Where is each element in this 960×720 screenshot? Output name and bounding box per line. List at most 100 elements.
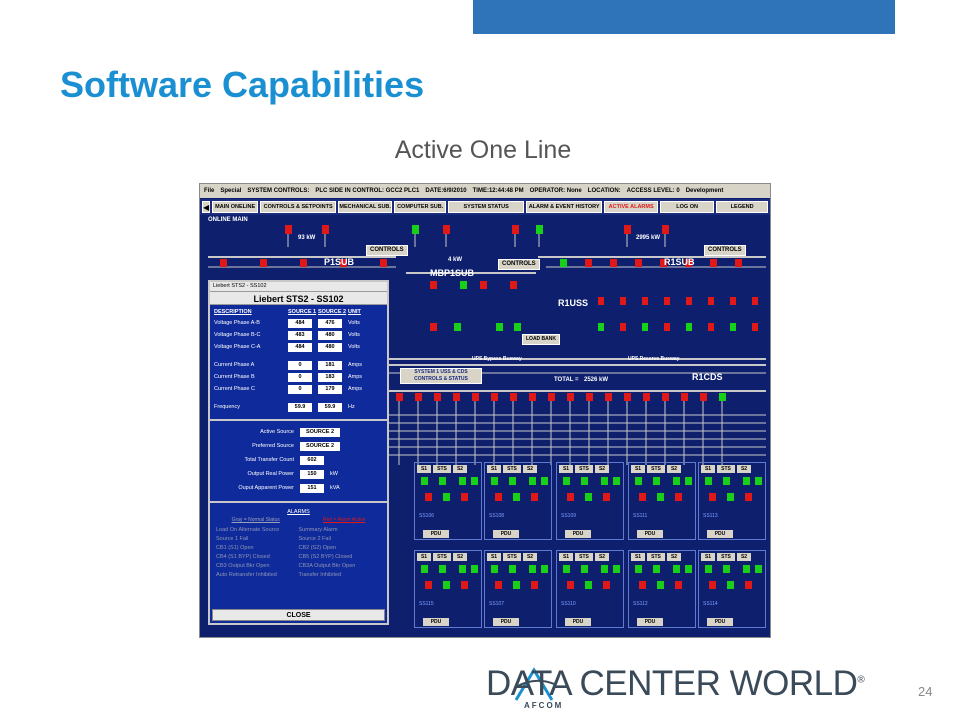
sts-breaker — [531, 581, 538, 589]
nav-button-system-status[interactable]: SYSTEM STATUS — [448, 201, 525, 213]
pdu-label: PDU — [493, 530, 519, 538]
menu-special[interactable]: Special — [220, 188, 242, 194]
uss-breaker-top — [730, 297, 736, 305]
sts-sts-label: STS — [433, 553, 451, 561]
sts-breaker — [439, 565, 446, 573]
nav-button-computer-sub-[interactable]: COMPUTER SUB. — [394, 201, 447, 213]
sts-breaker — [705, 477, 712, 485]
close-button[interactable]: CLOSE — [212, 609, 385, 621]
uss-breaker-top — [686, 297, 692, 305]
pdu-label: PDU — [423, 530, 449, 538]
p1sub-label: P1SUB — [324, 257, 355, 267]
sts-s2-label: S2 — [523, 553, 537, 561]
alarm-item: Source 2 Fail — [298, 536, 331, 542]
unit-label: Amps — [348, 362, 363, 368]
nav-forward-arrow-icon[interactable]: ▶ — [770, 201, 771, 213]
controls-mid-button[interactable]: CONTROLS — [498, 259, 540, 270]
cds-breaker — [396, 393, 403, 401]
status-label: Total Transfer Count — [244, 457, 294, 463]
uss-breaker-bottom — [620, 323, 626, 331]
slide-subtitle: Active One Line — [394, 136, 572, 164]
uss-breaker-bottom — [686, 323, 692, 331]
sts-breaker — [461, 581, 468, 589]
sts-breaker — [421, 565, 428, 573]
nav-button-controls-setpoints[interactable]: CONTROLS & SETPOINTS — [260, 201, 337, 213]
uss-breaker-top — [642, 297, 648, 305]
alarm-item: Source 1 Fail — [216, 536, 249, 542]
controls-left-button[interactable]: CONTROLS — [366, 245, 408, 256]
r1sub-label: R1SUB — [664, 257, 695, 267]
nav-button-active-alarms[interactable]: ACTIVE ALARMS — [604, 201, 659, 213]
cds-breaker — [453, 393, 460, 401]
row-label: Voltage Phase C-A — [214, 344, 261, 350]
menu-file[interactable]: File — [204, 188, 215, 194]
popup-window-title: Liebert STS2 - SS102 — [210, 282, 387, 291]
sts-breaker — [685, 477, 692, 485]
r1sub-breaker — [560, 259, 567, 267]
r1sub-breaker — [660, 259, 667, 267]
row-label: Current Phase A — [214, 362, 255, 368]
system-controls-label: SYSTEM CONTROLS: — [247, 188, 310, 194]
row-label: Current Phase B — [214, 374, 255, 380]
sts-s1-label: S1 — [701, 553, 715, 561]
status-label: Output Real Power — [247, 471, 294, 477]
sts-breaker — [567, 581, 574, 589]
sts-s1-label: S1 — [559, 465, 573, 473]
p1sub-breaker — [340, 259, 347, 267]
nav-button-main-oneline[interactable]: MAIN ONELINE — [212, 201, 259, 213]
sts-breaker — [639, 493, 646, 501]
nav-button-log-on[interactable]: LOG ON — [660, 201, 715, 213]
mbp1sub-kw: 4 kW — [448, 257, 463, 263]
r1sub-breaker — [585, 259, 592, 267]
mbp-output-breaker — [430, 323, 437, 331]
nav-back-arrow-icon[interactable]: ◀ — [202, 201, 211, 213]
source1-value: 0 — [288, 384, 312, 394]
sts-breaker — [509, 565, 516, 573]
nav-button-mechanical-sub-[interactable]: MECHANICAL SUB. — [338, 201, 393, 213]
alarm-item: CB3 Output Bkr Open — [216, 563, 270, 569]
cds-breaker — [472, 393, 479, 401]
load-bank-button[interactable]: LOAD BANK — [522, 334, 560, 345]
sts-breaker — [567, 493, 574, 501]
unit-label: Amps — [348, 374, 363, 380]
sts-breaker — [727, 493, 734, 501]
p1sub-breaker — [220, 259, 227, 267]
system-status-button[interactable]: SYSTEM 1 USS & CDS CONTROLS & STATUS — [400, 368, 482, 384]
feeder-breaker — [443, 225, 450, 234]
uss-breaker-bottom — [664, 323, 670, 331]
nav-button-legend[interactable]: LEGEND — [716, 201, 769, 213]
time-label: TIME:12:44:48 PM — [472, 188, 524, 194]
sts-breaker — [709, 581, 716, 589]
sts-s2-label: S2 — [595, 465, 609, 473]
feeder-breaker — [412, 225, 419, 234]
cds-breaker — [434, 393, 441, 401]
controls-right-button[interactable]: CONTROLS — [704, 245, 746, 256]
r1sub-breaker — [735, 259, 742, 267]
sts-s1-label: S1 — [417, 553, 431, 561]
source1-value: 484 — [288, 318, 312, 328]
mbp-breaker — [510, 281, 517, 289]
sts-breaker — [745, 493, 752, 501]
legend-gray: Gray = Normal Status — [231, 517, 280, 523]
sts-s2-label: S2 — [737, 465, 751, 473]
r1uss-label: R1USS — [558, 298, 589, 308]
nav-button-alarm-event-history[interactable]: ALARM & EVENT HISTORY — [526, 201, 603, 213]
sts-breaker — [491, 477, 498, 485]
